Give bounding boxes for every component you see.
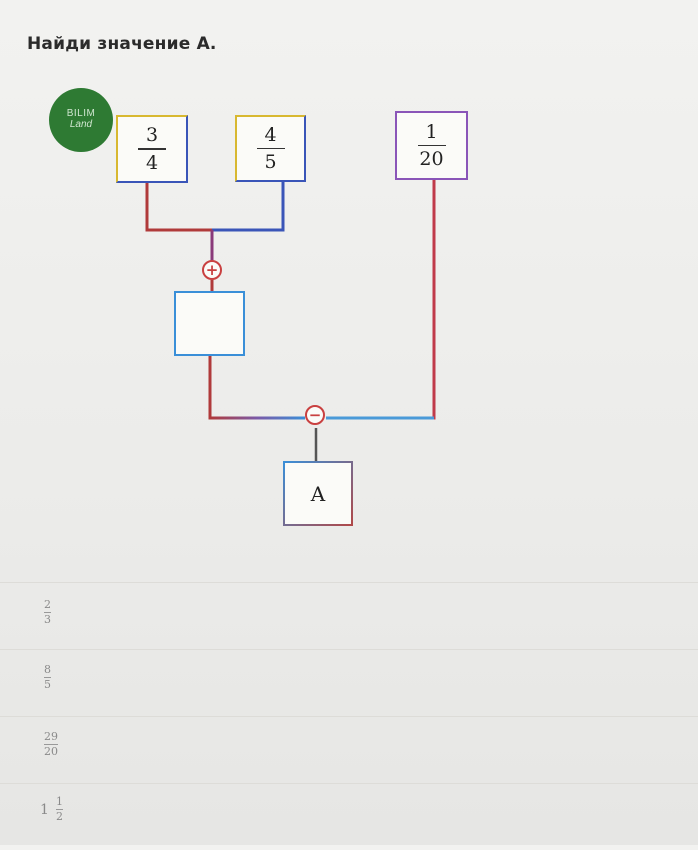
option-1-denominator: 3	[44, 613, 51, 626]
fraction-box-3: 1 20	[395, 111, 468, 180]
box2-denominator: 5	[264, 151, 277, 174]
option-2-numerator: 8	[44, 663, 51, 676]
option-4-whole: 1	[40, 801, 49, 818]
option-4-numerator: 1	[56, 795, 64, 808]
wire-box3-to-minus	[326, 180, 436, 420]
answer-box-a: A	[283, 461, 353, 526]
box2-fraction-bar	[256, 147, 285, 150]
logo-line1: BILIM	[66, 108, 96, 119]
box2-numerator: 4	[264, 123, 277, 146]
option-3-fraction: 29 20	[44, 731, 58, 758]
minus-operator-icon: −	[305, 405, 325, 425]
option-1[interactable]: 2 3	[0, 582, 698, 649]
option-4-denominator: 2	[56, 810, 64, 823]
box3-fraction-bar	[417, 144, 446, 147]
option-2-fraction: 8 5	[44, 664, 51, 691]
answer-options: 2 3 8 5 29 20 1 1	[0, 582, 698, 850]
option-3-numerator: 29	[44, 730, 58, 743]
plus-operator-icon: +	[202, 260, 222, 280]
box1-numerator: 3	[145, 124, 159, 147]
fraction-box-1: 3 4	[116, 115, 188, 183]
box3-numerator: 1	[425, 120, 438, 143]
logo-line2: Land	[69, 119, 93, 130]
fraction-box-2: 4 5	[235, 115, 306, 182]
option-4-bar	[56, 809, 64, 810]
box3-denominator: 20	[419, 148, 444, 171]
wire-box-to-minus	[208, 356, 305, 420]
option-3-denominator: 20	[44, 745, 58, 758]
option-2-denominator: 5	[44, 678, 51, 691]
option-1-bar	[44, 612, 51, 613]
bilimland-logo: BILIM Land	[49, 88, 113, 152]
option-4-fraction: 1 2	[56, 795, 64, 823]
wire-box2	[212, 182, 285, 232]
option-1-numerator: 2	[44, 598, 51, 611]
option-2-bar	[44, 677, 51, 678]
wire-box1	[145, 183, 212, 232]
option-3[interactable]: 29 20	[0, 716, 698, 783]
option-3-bar	[44, 744, 58, 745]
box1-fraction-bar	[138, 148, 166, 150]
option-4[interactable]: 1 1 2	[0, 783, 698, 850]
option-1-fraction: 2 3	[44, 599, 51, 626]
question-title: Найди значение А.	[27, 34, 217, 54]
box1-denominator: 4	[145, 151, 159, 174]
empty-result-box	[174, 291, 245, 356]
option-2[interactable]: 8 5	[0, 649, 698, 716]
